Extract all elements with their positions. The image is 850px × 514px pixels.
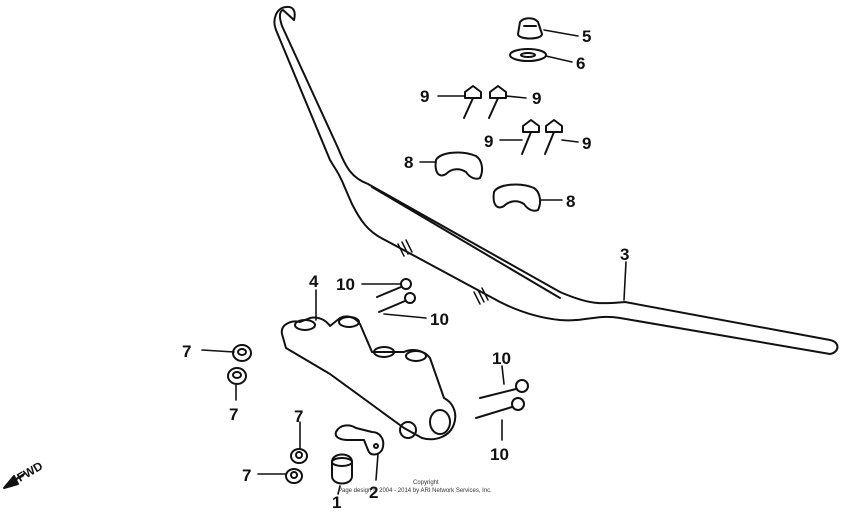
bolt-9a bbox=[463, 85, 482, 119]
bushing bbox=[331, 453, 353, 485]
callout-6: 6 bbox=[576, 54, 585, 73]
callout-10a: 10 bbox=[336, 275, 355, 294]
callout-5: 5 bbox=[582, 27, 591, 46]
washer bbox=[509, 48, 547, 62]
callout-9a: 9 bbox=[420, 87, 429, 106]
fwd-label: FWD bbox=[15, 459, 46, 485]
callout-10d: 10 bbox=[490, 445, 509, 464]
callout-4: 4 bbox=[309, 272, 319, 291]
bolt-10a bbox=[376, 278, 412, 298]
upper-holder-b bbox=[492, 183, 542, 212]
leader-lines bbox=[201, 29, 627, 495]
callout-10b: 10 bbox=[430, 310, 449, 329]
copyright-line-1: Copyright bbox=[413, 480, 439, 486]
nut-7c bbox=[290, 448, 308, 464]
nut-7a bbox=[232, 344, 252, 362]
nut-7d bbox=[285, 468, 303, 484]
bracket bbox=[334, 424, 385, 456]
callout-10c: 10 bbox=[492, 349, 511, 368]
callout-2: 2 bbox=[369, 483, 378, 502]
handlebar bbox=[273, 5, 839, 355]
callout-7a: 7 bbox=[182, 342, 191, 361]
cap-nut bbox=[517, 17, 543, 40]
fwd-arrow-icon bbox=[3, 473, 25, 489]
callout-7b: 7 bbox=[229, 405, 238, 424]
callout-9d: 9 bbox=[582, 134, 591, 153]
bolt-10d bbox=[475, 397, 525, 419]
bolt-9c bbox=[521, 119, 540, 155]
callout-3: 3 bbox=[620, 245, 629, 264]
callout-8a: 8 bbox=[404, 153, 413, 172]
fork-bridge bbox=[280, 315, 457, 441]
callout-9b: 9 bbox=[532, 89, 541, 108]
upper-holder-a bbox=[434, 151, 484, 180]
callout-7c: 7 bbox=[294, 407, 303, 426]
bolt-10b bbox=[378, 292, 416, 313]
callout-1: 1 bbox=[332, 493, 341, 512]
bolt-9d bbox=[544, 119, 563, 155]
bolt-9b bbox=[488, 85, 507, 119]
callout-9c: 9 bbox=[484, 132, 493, 151]
bolt-10c bbox=[479, 379, 529, 399]
callout-7d: 7 bbox=[242, 466, 251, 485]
nut-7b bbox=[227, 367, 247, 385]
callout-8b: 8 bbox=[566, 192, 575, 211]
copyright-line-2: Page design © 2004 - 2014 by ARI Network… bbox=[338, 487, 492, 494]
